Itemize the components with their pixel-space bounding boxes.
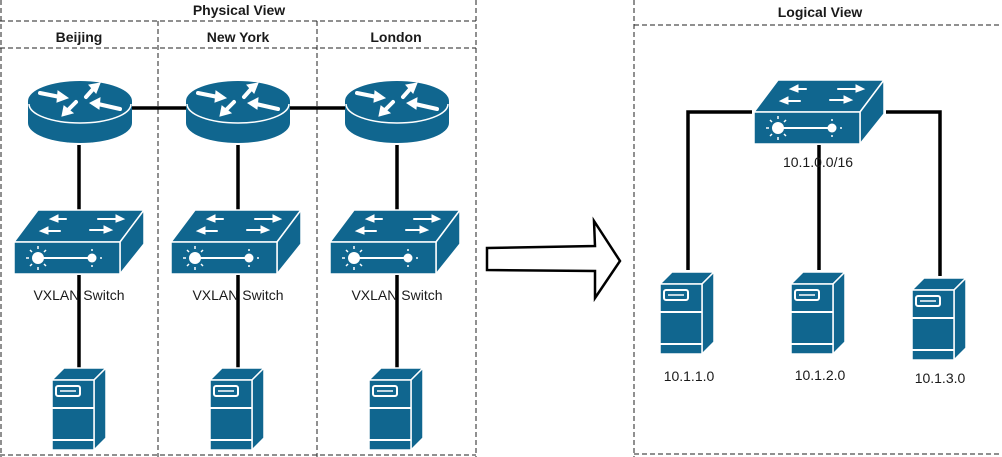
switch-server-link — [686, 110, 752, 270]
vxlan-switch-icon — [329, 209, 461, 275]
server-label: 10.1.3.0 — [915, 370, 966, 386]
right-arrow-icon — [485, 216, 622, 303]
logical-links — [686, 110, 942, 276]
logical-view-title: Logical View — [778, 4, 863, 20]
vxlan-switch-icon — [13, 209, 145, 275]
server-icon — [911, 277, 967, 361]
physical-links — [77, 106, 399, 368]
site-header-new-york: New York — [207, 29, 270, 45]
server-icon — [209, 367, 265, 451]
logical-switch-label: 10.1.0.0/16 — [783, 154, 853, 170]
physical-view-panel: Physical View Beijing New York London — [0, 0, 477, 457]
server-icon — [659, 271, 715, 355]
server-label: 10.1.1.0 — [664, 368, 715, 384]
switch-server-link — [886, 110, 942, 276]
router-icon — [343, 79, 451, 145]
physical-view-title: Physical View — [193, 2, 285, 18]
switch-label: VXLAN Switch — [33, 287, 124, 303]
site-header-beijing: Beijing — [56, 29, 103, 45]
server-icon — [790, 271, 846, 355]
vxlan-switch-icon — [170, 209, 302, 275]
server-label: 10.1.2.0 — [795, 367, 846, 383]
logical-switch-icon — [753, 79, 885, 145]
logical-view-panel: Logical View — [633, 0, 1002, 457]
router-icon — [26, 79, 134, 145]
router-icon — [184, 79, 292, 145]
site-header-london: London — [370, 29, 421, 45]
switch-label: VXLAN Switch — [192, 287, 283, 303]
server-icon — [51, 367, 107, 451]
server-icon — [368, 367, 424, 451]
switch-label: VXLAN Switch — [351, 287, 442, 303]
